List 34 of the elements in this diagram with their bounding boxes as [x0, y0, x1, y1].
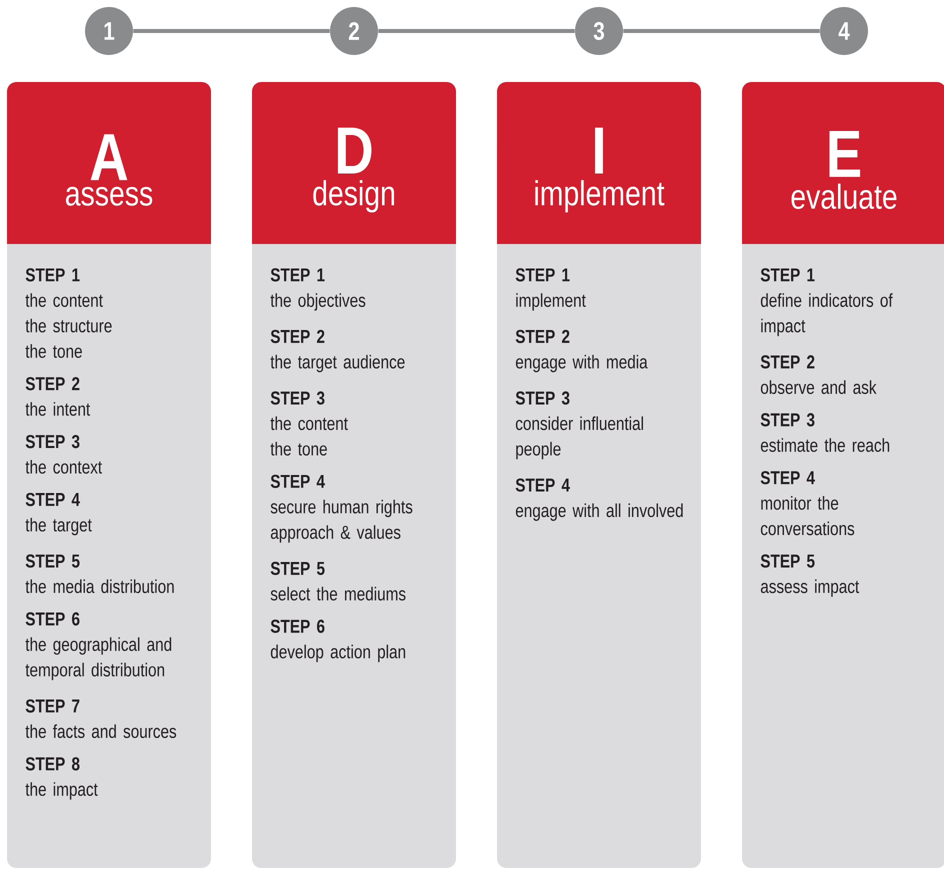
column-header: E evaluate [742, 82, 944, 244]
step-text: STEP 5 the media distribution [26, 554, 174, 594]
step-panel [742, 244, 944, 868]
column-header: D design [252, 82, 456, 244]
column-header: I implement [497, 82, 701, 244]
connector-line [133, 29, 330, 33]
step-text: STEP 4 engage with all involved [516, 478, 683, 521]
step-text: STEP 2 the intent [26, 377, 90, 416]
step-text: STEP 7 the facts and sources [26, 699, 176, 738]
step-text: STEP 3 the context [26, 434, 102, 474]
step-text: STEP 2 engage with media [516, 330, 648, 372]
step-panel [252, 244, 456, 868]
step-text: STEP 1 the objectives [270, 268, 366, 311]
step-text: STEP 3 consider influential people [516, 391, 643, 460]
step-text: STEP 2 the target audience [270, 330, 405, 372]
step-text: STEP 4 monitor the conversations [760, 471, 854, 536]
step-text: STEP 1 implement [516, 268, 586, 311]
step-text: STEP 5 select the mediums [270, 562, 406, 600]
step-text: STEP 1 the content the structure the tone [26, 268, 112, 358]
step-text: STEP 1 define indicators of impact [760, 268, 893, 336]
connector-line [623, 29, 820, 33]
step-text: STEP 6 develop action plan [270, 620, 406, 662]
step-text: STEP 8 the impact [26, 757, 98, 800]
step-panel [497, 244, 701, 868]
step-text: STEP 6 the geographical and temporal distribution [26, 612, 172, 680]
step-text: STEP 5 assess impact [760, 554, 860, 597]
step-text: STEP 3 estimate the reach [760, 413, 890, 452]
connector-line [378, 29, 575, 33]
step-text: STEP 2 observe and ask [760, 355, 877, 394]
column-header: A assess [7, 82, 211, 244]
step-panel [7, 244, 211, 868]
step-text: STEP 3 the content the tone [270, 391, 348, 456]
step-text: STEP 4 the target [26, 492, 92, 536]
step-text: STEP 4 secure human rights approach & values [270, 474, 412, 543]
